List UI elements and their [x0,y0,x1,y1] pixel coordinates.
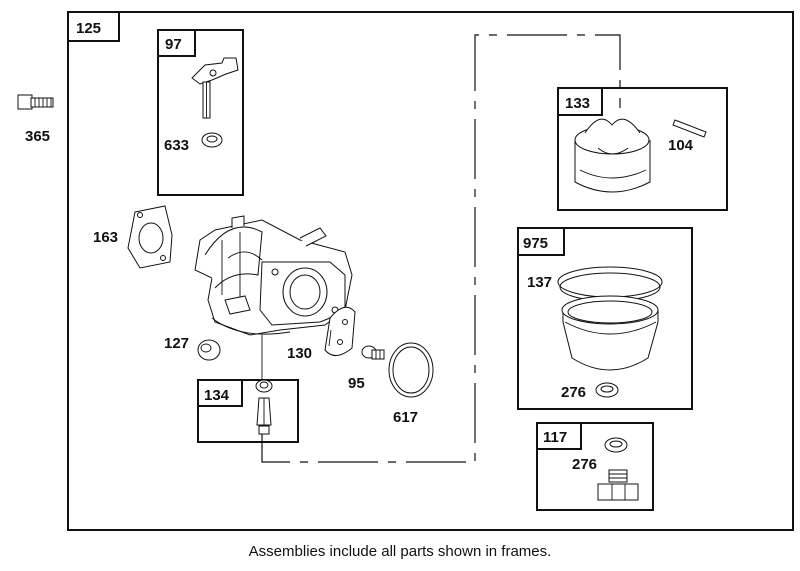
pin-104 [672,119,707,138]
frame-125: 125 [67,11,794,531]
frame-134-label: 134 [204,387,230,404]
frame-117: 117 [536,422,654,511]
part-label-276-bowl: 276 [561,384,586,401]
part-label-127: 127 [164,335,189,352]
screw-95 [361,345,385,360]
frame-97-label: 97 [165,36,182,53]
part-label-365: 365 [25,128,50,145]
frame-97: 97 [157,29,244,196]
inlet-needle-134 [255,379,273,435]
part-label-617: 617 [393,409,418,426]
washer-633 [201,132,223,148]
part-label-130: 130 [287,345,312,362]
diaphragm-130 [324,306,356,356]
part-label-633: 633 [164,137,189,154]
footer-note: Assemblies include all parts shown in fr… [248,543,552,560]
frame-133-label: 133 [565,95,590,112]
frame-975: 975 [517,227,693,410]
part-label-163: 163 [93,229,118,246]
welch-plug-127 [197,339,221,361]
bolt-365 [17,94,54,110]
part-label-95: 95 [348,375,365,392]
throttle-shaft-97 [191,57,239,119]
connector-dashed [261,34,621,463]
frame-117-label: 117 [543,429,567,446]
part-label-137: 137 [527,274,552,291]
bowl-nut-117 [597,469,639,501]
frame-125-label: 125 [76,20,101,37]
o-ring-617 [388,342,434,398]
frame-975-label: 975 [523,235,548,252]
frame-134: 134 [197,379,299,443]
bowl-137 [557,266,663,371]
frame-133: 133 [557,87,728,211]
carburetor-body [194,215,353,380]
gasket-163 [127,205,173,269]
washer-276-bowl [595,382,619,398]
part-label-104: 104 [668,137,694,154]
washer-276-nut [604,437,628,453]
float-133 [574,118,651,193]
part-label-276-nut: 276 [572,456,597,473]
